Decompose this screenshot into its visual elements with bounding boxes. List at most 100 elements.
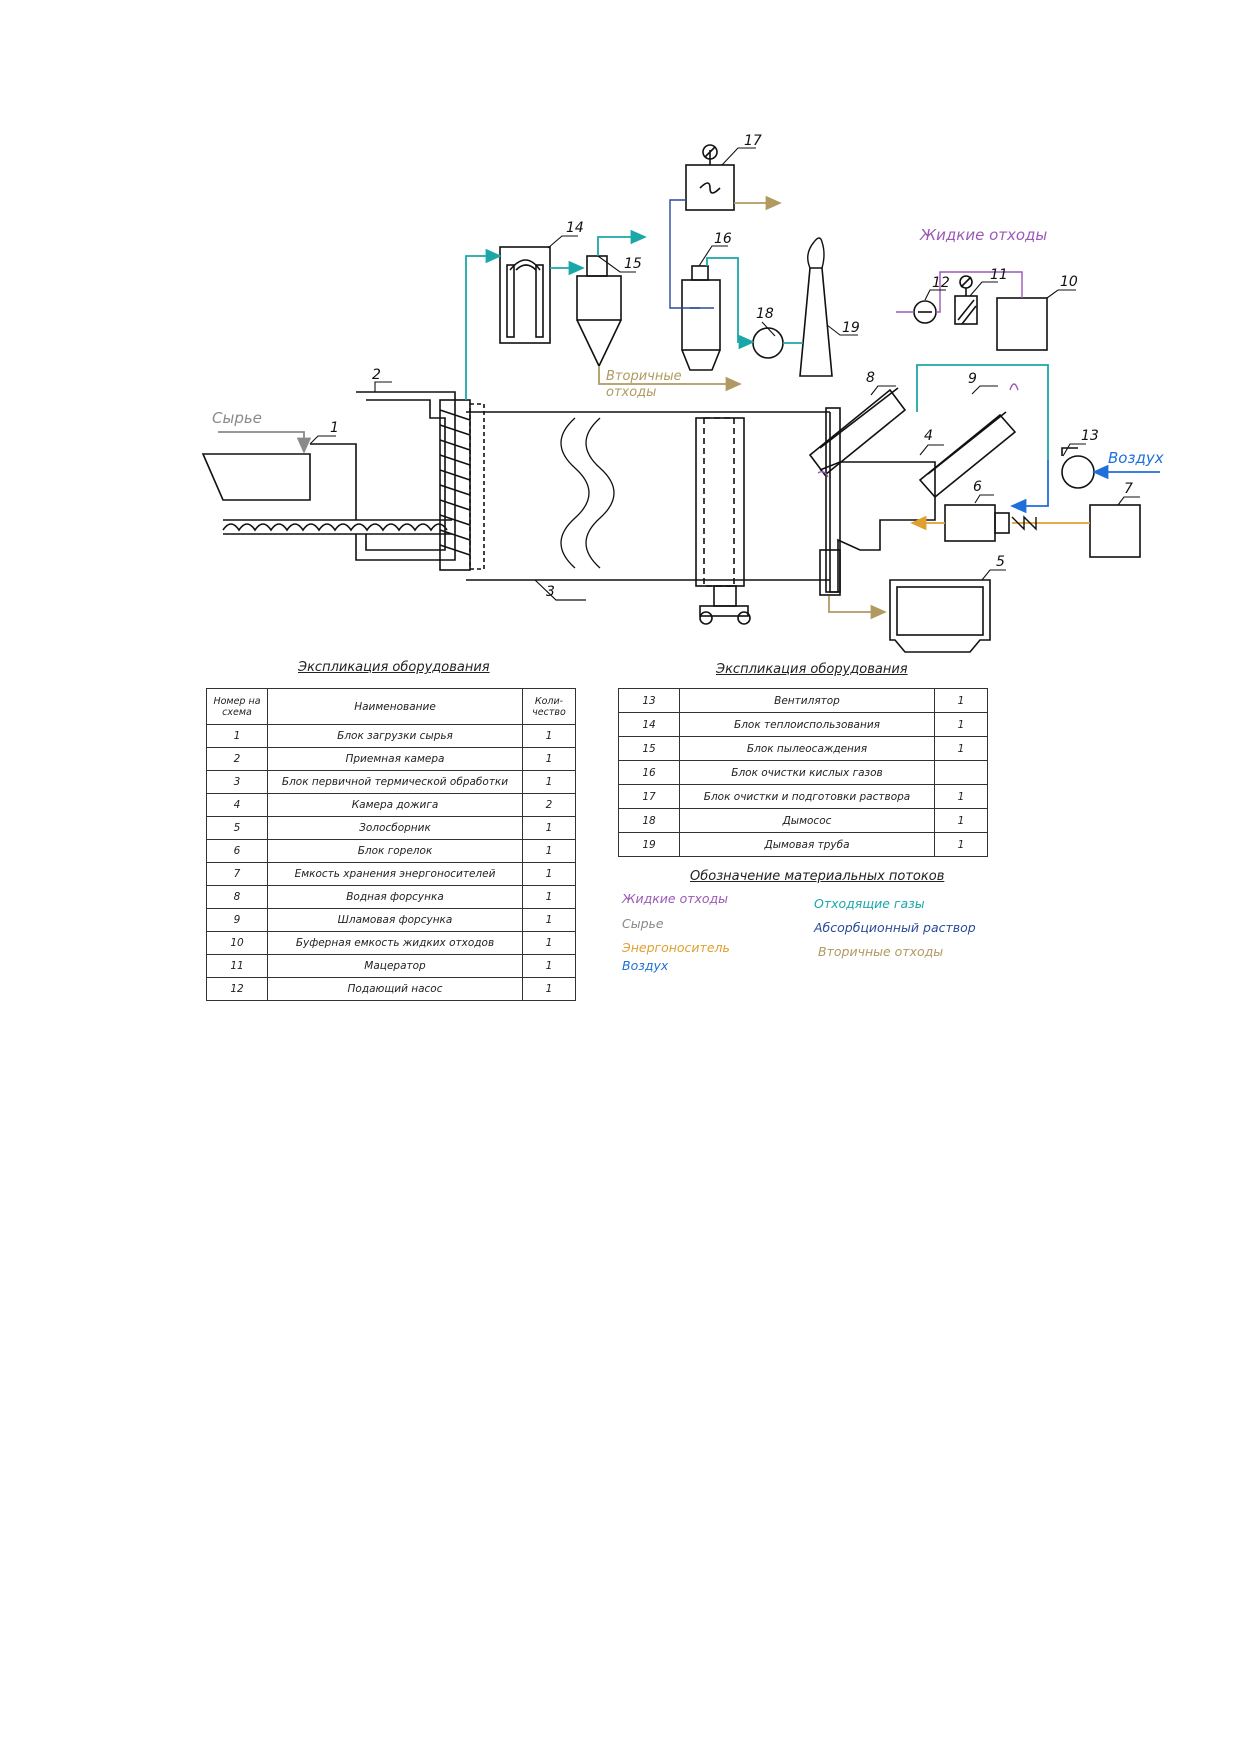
cell-qty: 1 xyxy=(934,832,988,857)
cell-qty: 2 xyxy=(522,793,576,817)
cell-qty: 1 xyxy=(522,770,576,794)
cell-qty: 1 xyxy=(522,931,576,955)
ash-collector-5 xyxy=(889,579,991,653)
afterburner-chamber-4 xyxy=(819,407,936,596)
fuel-valve xyxy=(1011,515,1037,531)
header-qty: Коли-чество xyxy=(522,688,576,725)
cell-name: Емкость хранения энергоносителей xyxy=(267,862,523,886)
cell-num: 13 xyxy=(618,688,680,713)
cell-name: Камера дожига xyxy=(267,793,523,817)
cell-qty: 1 xyxy=(522,724,576,748)
label-4: 4 xyxy=(924,428,933,444)
cell-name: Блок горелок xyxy=(267,839,523,863)
cell-qty: 1 xyxy=(522,908,576,932)
legend-energy-carrier: Энергоноситель xyxy=(622,940,730,955)
buffer-tank-10 xyxy=(996,297,1048,351)
heat-recovery-block-14 xyxy=(499,246,551,344)
cell-name: Блок первичной термической обработки xyxy=(267,770,523,794)
cell-name: Водная форсунка xyxy=(267,885,523,909)
solution-treatment-block-17 xyxy=(685,144,735,211)
cell-num: 17 xyxy=(618,784,680,809)
cell-name: Дымосос xyxy=(679,808,935,833)
air-lines xyxy=(1010,460,1160,514)
label-18: 18 xyxy=(756,306,774,322)
cell-qty: 1 xyxy=(522,977,576,1001)
cell-num: 19 xyxy=(618,832,680,857)
cell-qty: 1 xyxy=(522,885,576,909)
liquid-waste-stream-label: Жидкие отходы xyxy=(919,226,1047,244)
label-7: 7 xyxy=(1124,481,1133,497)
cell-num: 12 xyxy=(206,977,268,1001)
cell-name: Блок очистки и подготовки раствора xyxy=(679,784,935,809)
left-table-title: Экспликация оборудования xyxy=(298,660,490,675)
cell-name: Золосборник xyxy=(267,816,523,840)
cell-qty: 1 xyxy=(522,816,576,840)
label-19: 19 xyxy=(842,320,860,336)
cell-name: Блок загрузки сырья xyxy=(267,724,523,748)
cell-num: 4 xyxy=(206,793,268,817)
legend-absorption-solution: Абсорбционный раствор xyxy=(814,920,976,935)
sludge-injector-9 xyxy=(918,411,1017,499)
cell-qty: 1 xyxy=(934,712,988,737)
cell-num: 1 xyxy=(206,724,268,748)
chimney-19 xyxy=(799,237,833,377)
dust-separator-15 xyxy=(576,255,622,368)
cell-num: 8 xyxy=(206,885,268,909)
cell-name: Подающий насос xyxy=(267,977,523,1001)
label-10: 10 xyxy=(1060,274,1078,290)
cell-name: Шламовая форсунка xyxy=(267,908,523,932)
cell-num: 15 xyxy=(618,736,680,761)
cell-name: Блок пылеосаждения xyxy=(679,736,935,761)
cell-name: Мацератор xyxy=(267,954,523,978)
flue-gas-lines xyxy=(465,229,1049,460)
label-12: 12 xyxy=(932,275,950,291)
cell-num: 16 xyxy=(618,760,680,785)
receiving-chamber-2 xyxy=(355,391,456,561)
raw-stream-label: Сырье xyxy=(212,409,262,427)
smoke-exhauster-18 xyxy=(752,327,784,359)
cell-num: 3 xyxy=(206,770,268,794)
cell-qty: 1 xyxy=(934,784,988,809)
label-14: 14 xyxy=(566,220,584,236)
absorption-solution-lines xyxy=(669,199,714,309)
raw-feed-arrow xyxy=(218,431,312,454)
legend-liquid-waste: Жидкие отходы xyxy=(622,891,729,906)
rotary-kiln-3 xyxy=(439,399,830,625)
cell-num: 9 xyxy=(206,908,268,932)
burner-block-6 xyxy=(944,504,1010,542)
equipment-table-left: Номер на схема Наименование Коли-чество … xyxy=(206,688,576,1001)
legend-air: Воздух xyxy=(622,958,669,973)
energy-storage-7 xyxy=(1089,504,1141,558)
secondary-waste-lines xyxy=(598,195,887,620)
cell-qty: 1 xyxy=(934,688,988,713)
macerator-11 xyxy=(954,275,978,325)
label-8: 8 xyxy=(866,370,875,386)
cell-num: 5 xyxy=(206,816,268,840)
cell-num: 18 xyxy=(618,808,680,833)
header-num: Номер на схема xyxy=(206,688,268,725)
cell-qty: 1 xyxy=(522,839,576,863)
label-9: 9 xyxy=(968,371,977,387)
cell-qty: 1 xyxy=(522,747,576,771)
cell-num: 11 xyxy=(206,954,268,978)
cell-num: 7 xyxy=(206,862,268,886)
label-6: 6 xyxy=(973,479,982,495)
cell-qty: 1 xyxy=(934,808,988,833)
cell-name: Вентилятор xyxy=(679,688,935,713)
fan-13 xyxy=(1061,447,1095,489)
liquid-waste-lines xyxy=(817,271,1023,478)
legend-secondary-waste: Вторичные отходы xyxy=(818,944,944,959)
